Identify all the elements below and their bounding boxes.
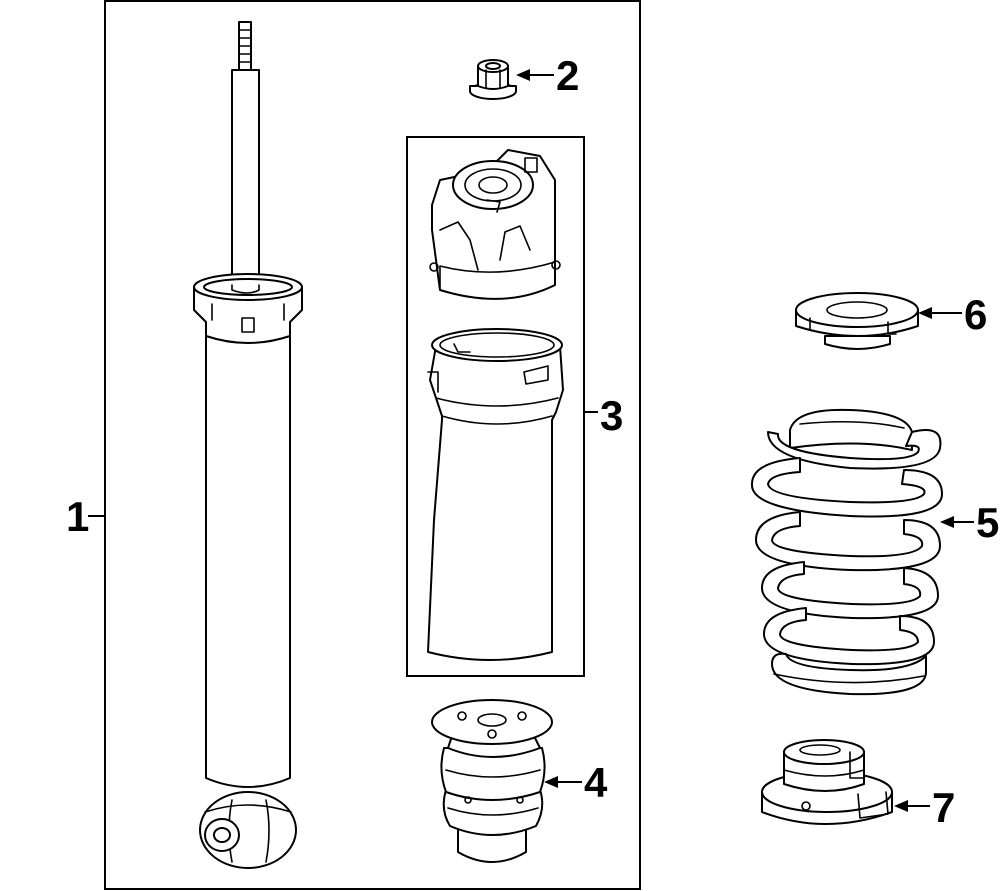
callout-label-6: 6 [964,291,987,338]
callout-6: 6 [918,291,987,338]
lower-spring-seat[interactable] [761,739,893,825]
callout-label-7: 7 [932,784,955,831]
bump-stop[interactable] [431,699,553,863]
strut-mount[interactable] [429,149,561,300]
callout-3: 3 [584,392,623,439]
callout-5: 5 [940,499,999,546]
shock-body [205,321,291,788]
callout-label-3: 3 [600,392,623,439]
callout-2: 2 [516,52,579,99]
callout-7: 7 [894,784,955,831]
callout-4: 4 [544,759,608,806]
piston-rod [231,69,260,289]
callout-1: 1 [66,493,105,540]
kit-box [406,136,585,677]
shock-absorber[interactable] [193,21,303,869]
dust-boot[interactable] [427,328,564,661]
upper-spring-seat[interactable] [795,292,919,350]
callout-label-1: 1 [66,493,89,540]
nut[interactable] [469,59,517,100]
assembly-frame [104,0,641,890]
coil-spring[interactable] [750,408,943,696]
callout-label-5: 5 [976,499,999,546]
callout-label-4: 4 [584,759,608,806]
callout-label-2: 2 [556,52,579,99]
shock-cup [193,286,303,344]
